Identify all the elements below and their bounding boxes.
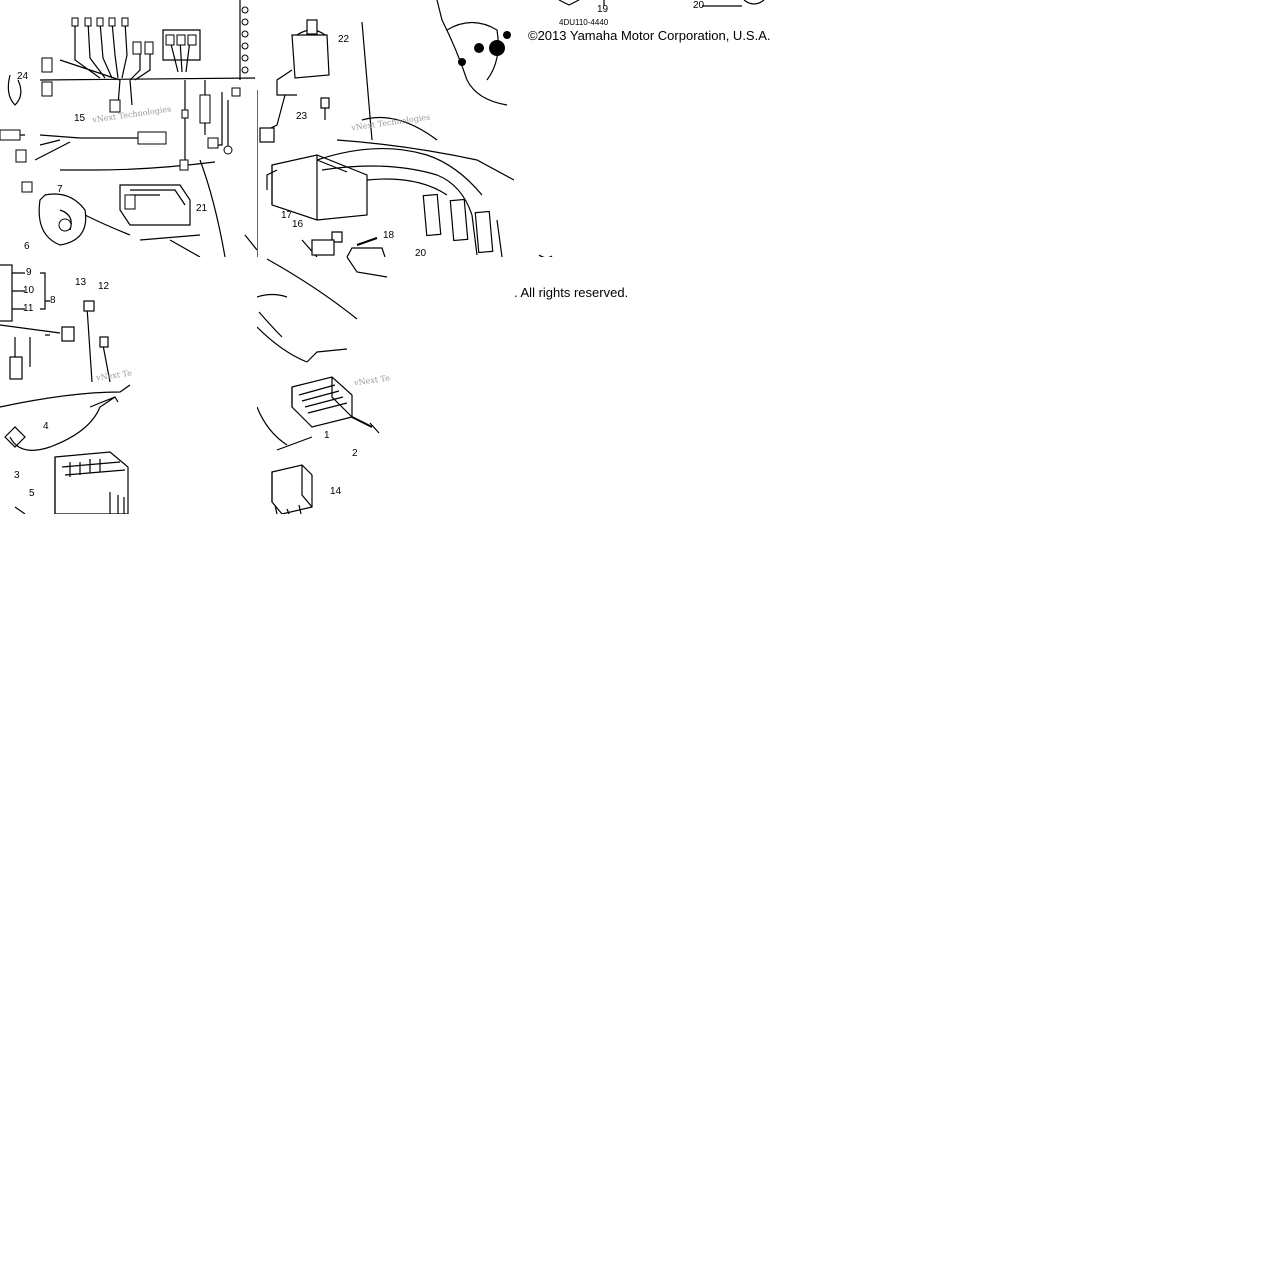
callout-1: 1 bbox=[324, 430, 330, 441]
callout-20: 20 bbox=[693, 0, 705, 11]
callout-22: 22 bbox=[338, 34, 350, 45]
callout-9: 9 bbox=[26, 267, 32, 278]
callout-4: 4 bbox=[43, 421, 49, 432]
callout-8: 8 bbox=[50, 295, 56, 306]
battery-drawing bbox=[0, 264, 131, 514]
callout-12: 12 bbox=[98, 281, 110, 292]
callout-16: 16 bbox=[292, 219, 304, 230]
callout-20: 20 bbox=[415, 248, 427, 258]
callout-19: 19 bbox=[597, 4, 609, 15]
callout-11: 11 bbox=[23, 303, 34, 314]
callout-6: 6 bbox=[24, 241, 30, 252]
diagram-tile-wiring-harness: 24 15 7 6 21 vNext Technologies bbox=[0, 0, 257, 257]
diagram-tile-ignition: 22 23 17 16 18 20 vNext Technologies bbox=[257, 0, 514, 257]
callout-14: 14 bbox=[330, 486, 342, 497]
callout-3: 3 bbox=[14, 470, 20, 481]
callout-15: 15 bbox=[74, 113, 86, 124]
callout-7: 7 bbox=[57, 184, 63, 195]
diagram-tile-rectifier: 1 2 14 vNext Te bbox=[257, 257, 514, 514]
callout-17: 17 bbox=[281, 210, 293, 221]
callout-2: 2 bbox=[352, 448, 358, 459]
callout-23: 23 bbox=[296, 111, 308, 122]
diagram-tile-copyright: 19 20 4DU110-4440 ©2013 Yamaha Motor Cor… bbox=[514, 0, 794, 257]
callout-13: 13 bbox=[75, 277, 87, 288]
diagram-tile-rights: . All rights reserved. bbox=[514, 257, 714, 317]
ignition-drawing bbox=[257, 0, 514, 257]
callout-5: 5 bbox=[29, 488, 35, 499]
diagram-tile-battery: 9 10 8 11 13 12 4 3 5 vNext Te bbox=[0, 257, 257, 514]
callout-21: 21 bbox=[196, 203, 208, 214]
rights-text: . All rights reserved. bbox=[514, 285, 629, 300]
harness-drawing bbox=[0, 0, 257, 257]
part-code: 4DU110-4440 bbox=[559, 18, 609, 27]
callout-10: 10 bbox=[23, 285, 35, 296]
callout-18: 18 bbox=[383, 230, 395, 241]
rectifier-drawing bbox=[257, 257, 388, 514]
callout-24: 24 bbox=[17, 71, 29, 82]
fragment-drawing bbox=[538, 0, 765, 257]
copyright-text: ©2013 Yamaha Motor Corporation, U.S.A. bbox=[528, 28, 771, 43]
